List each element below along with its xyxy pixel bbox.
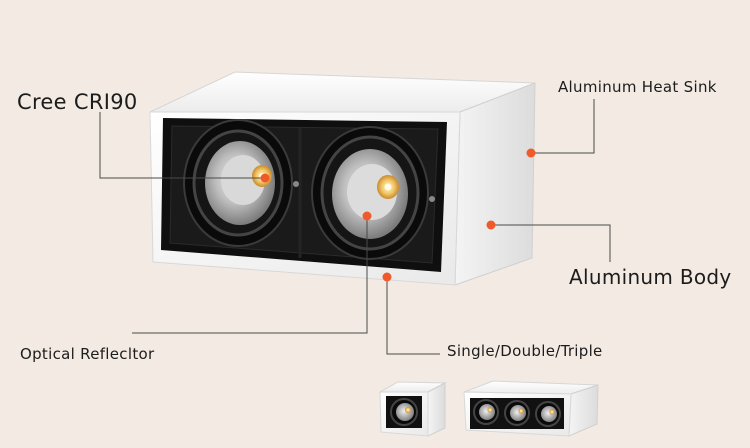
single-fixture-thumb	[378, 381, 447, 437]
triple-fixture-thumb	[463, 380, 599, 437]
leader-lines	[99, 99, 611, 355]
marker-reflector	[362, 211, 372, 221]
right-lamp	[311, 126, 429, 260]
label-aluminum-body: Aluminum Body	[569, 265, 732, 289]
marker-heat-sink	[526, 148, 536, 158]
label-optical-reflector: Optical Reflecltor	[20, 345, 155, 363]
callout-markers	[260, 148, 536, 282]
marker-cree	[260, 173, 270, 183]
marker-body	[486, 220, 496, 230]
label-aluminum-heat-sink: Aluminum Heat Sink	[558, 78, 717, 96]
left-lamp	[183, 119, 293, 247]
label-cree-cri90: Cree CRI90	[17, 90, 138, 114]
label-variants: Single/Double/Triple	[447, 342, 603, 360]
marker-variants	[382, 272, 392, 282]
